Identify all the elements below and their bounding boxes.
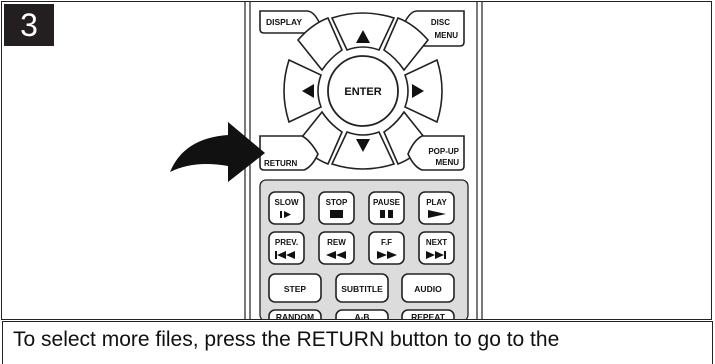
step-button[interactable]: STEP (268, 273, 322, 303)
instruction-caption: To select more files, press the RETURN b… (2, 321, 713, 364)
svg-text:F.F: F.F (381, 238, 392, 247)
step-number-badge: 3 (4, 4, 54, 46)
slow-button[interactable]: SLOW (268, 191, 305, 225)
svg-text:DISPLAY: DISPLAY (266, 17, 302, 27)
next-icon (426, 251, 446, 259)
svg-text:STOP: STOP (326, 198, 348, 207)
arrow-right-icon (412, 84, 424, 98)
svg-text:PREV.: PREV. (275, 238, 298, 247)
svg-text:PLAY: PLAY (426, 198, 447, 207)
svg-text:REPEAT: REPEAT (411, 312, 446, 320)
rew-icon (326, 251, 346, 259)
svg-text:PAUSE: PAUSE (373, 198, 401, 207)
arrow-left-icon (302, 84, 314, 98)
ff-button[interactable]: F.F (368, 231, 405, 265)
svg-text:ENTER: ENTER (344, 86, 381, 98)
svg-text:SUBTITLE: SUBTITLE (341, 284, 383, 294)
ab-button[interactable]: A-B (335, 309, 389, 320)
svg-text:A-B: A-B (354, 312, 369, 320)
nav-pad (283, 12, 443, 170)
svg-text:DISC: DISC (431, 18, 450, 27)
play-icon (428, 210, 446, 218)
pause-button[interactable]: PAUSE (368, 191, 405, 225)
svg-text:MENU: MENU (434, 31, 458, 40)
ff-icon (377, 251, 397, 259)
svg-text:NEXT: NEXT (426, 238, 447, 247)
svg-text:RANDOM: RANDOM (276, 312, 314, 320)
prev-icon (275, 251, 295, 259)
subtitle-button[interactable]: SUBTITLE (335, 273, 389, 303)
random-button[interactable]: RANDOM (268, 309, 322, 320)
prev-button[interactable]: PREV. (268, 231, 305, 265)
slow-icon (280, 211, 282, 218)
enter-button[interactable]: ENTER (327, 55, 399, 127)
repeat-button[interactable]: REPEAT (401, 309, 455, 320)
next-button[interactable]: NEXT (418, 231, 455, 265)
remote-illustration: DISPLAY DISC MENU ENTER (170, 2, 483, 320)
rew-button[interactable]: REW (318, 231, 355, 265)
instruction-panel: DISPLAY DISC MENU ENTER (1, 1, 712, 320)
arrow-up-icon (356, 30, 370, 43)
pause-icon (380, 210, 385, 218)
svg-text:RETURN: RETURN (264, 159, 298, 168)
svg-text:AUDIO: AUDIO (414, 284, 442, 294)
stop-button[interactable]: STOP (318, 191, 355, 225)
svg-text:SLOW: SLOW (275, 198, 299, 207)
return-button[interactable]: RETURN (259, 135, 319, 171)
svg-text:REW: REW (327, 238, 346, 247)
svg-text:POP-UP: POP-UP (428, 147, 459, 156)
stop-icon (330, 210, 343, 218)
svg-text:MENU: MENU (435, 158, 459, 167)
popup-menu-button[interactable]: POP-UP MENU (407, 135, 465, 171)
play-button[interactable]: PLAY (418, 191, 455, 225)
arrow-down-icon (356, 139, 370, 152)
audio-button[interactable]: AUDIO (401, 273, 455, 303)
pointer-arrow-icon (170, 122, 265, 182)
svg-text:STEP: STEP (284, 284, 307, 294)
